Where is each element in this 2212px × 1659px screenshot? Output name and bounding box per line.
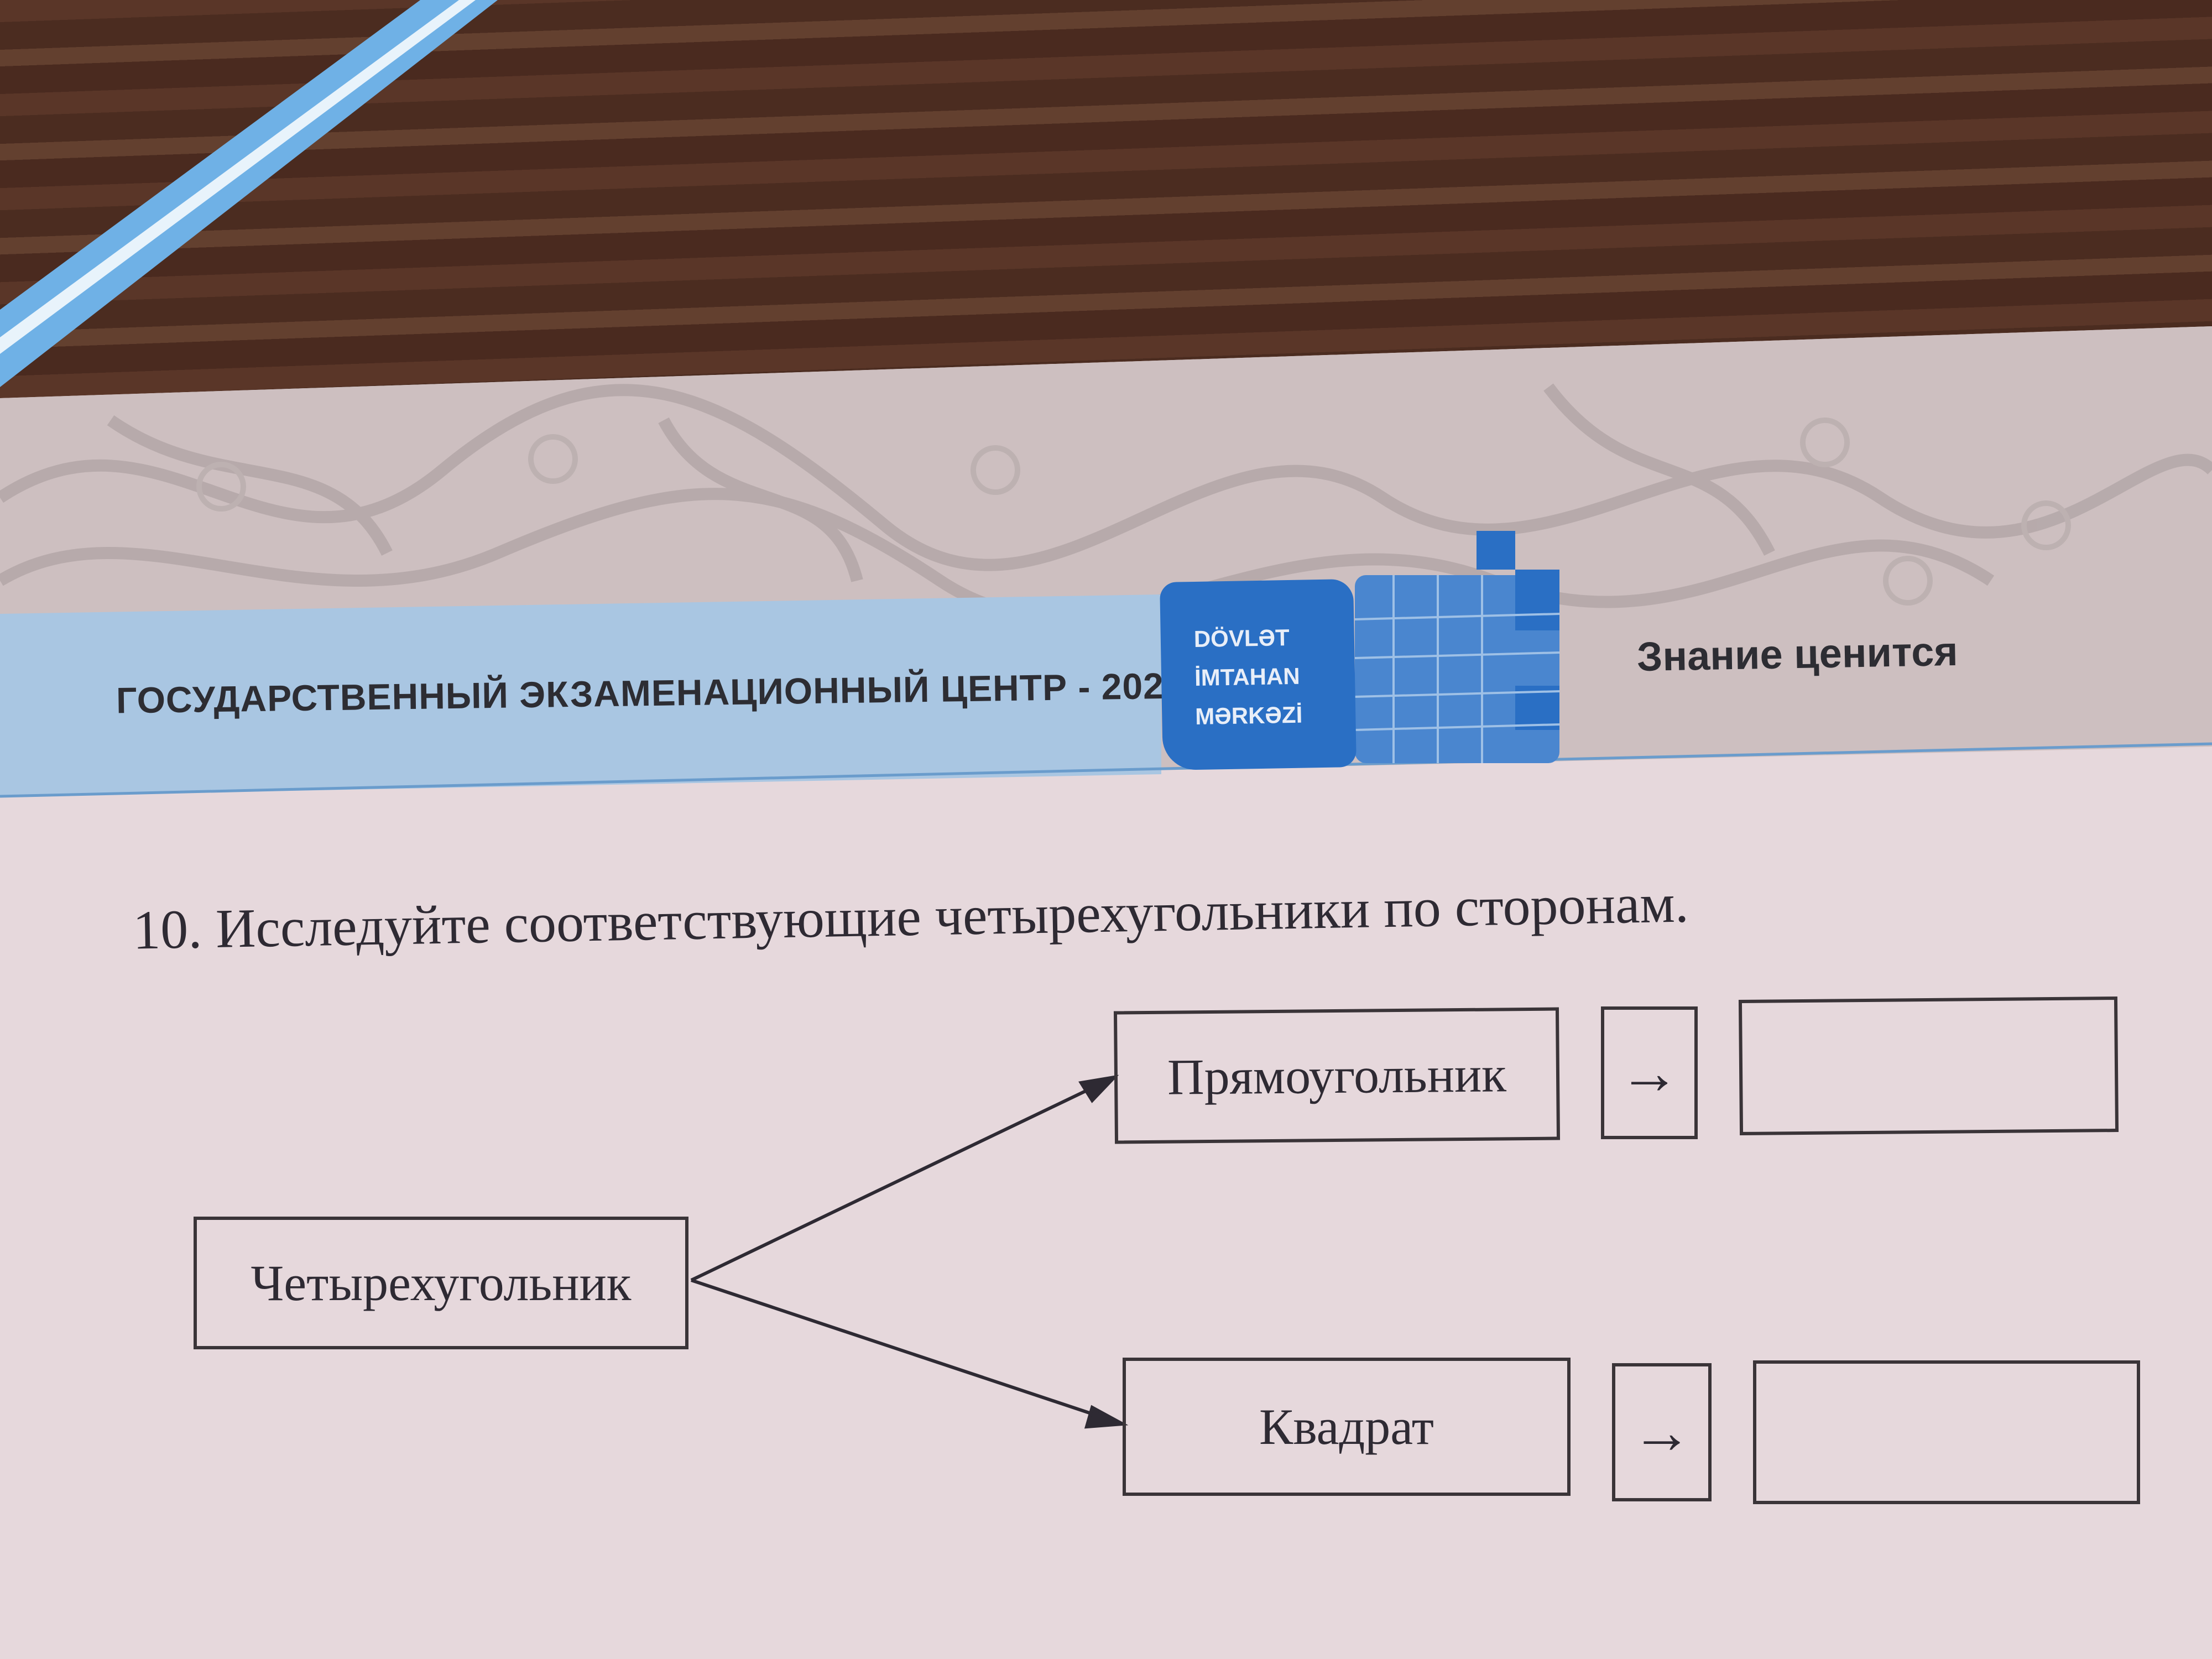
- pen-highlight: [0, 0, 476, 354]
- branch-box-square: Квадрат: [1123, 1358, 1571, 1496]
- answer-box-square[interactable]: [1753, 1360, 2140, 1504]
- logo-grid: [1354, 531, 1560, 763]
- slogan: Знание ценится: [1636, 628, 1959, 680]
- header-band: [0, 594, 1161, 796]
- diagram-connectors: [690, 1074, 1129, 1429]
- pen: [0, 0, 498, 387]
- logo-line: İMTAHAN: [1194, 662, 1300, 691]
- dim-logo: DÖVLƏT İMTAHAN MƏRKƏZİ: [1160, 578, 1357, 771]
- branch-box-rectangle: Прямоугольник: [1113, 1007, 1561, 1144]
- answer-box-rectangle[interactable]: [1738, 997, 2119, 1135]
- logo-line: DÖVLƏT: [1193, 624, 1290, 653]
- arrow-box: →: [1601, 1006, 1698, 1139]
- root-box-quadrilateral: Четырехугольник: [194, 1217, 688, 1349]
- right-arrow-icon: →: [1631, 1398, 1692, 1466]
- arrow-box: →: [1612, 1363, 1712, 1501]
- right-arrow-icon: →: [1619, 1039, 1680, 1107]
- logo-line: MƏRKƏZİ: [1194, 701, 1303, 729]
